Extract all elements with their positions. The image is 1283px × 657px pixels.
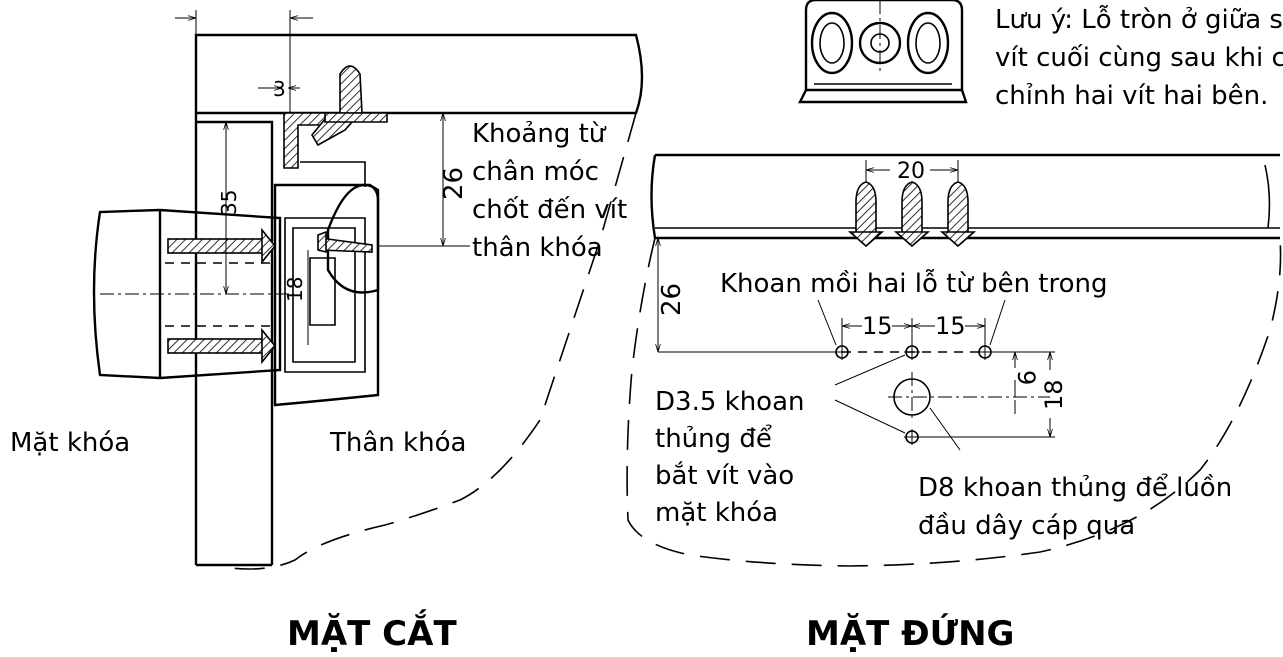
top-frame [194,33,644,115]
screw-3 [947,181,969,236]
elevation-view: 20 26 15 15 9 [626,153,1282,654]
dim-15-left: 15 [862,312,893,340]
d35-note-line3: bắt vít vào [655,460,794,491]
distance-note-line3: chốt đến vít [472,195,627,225]
dim-15-right: 15 [935,312,966,340]
d35-note-line2: thủng để [655,423,772,454]
dim-26-section: 26 [439,167,469,200]
d35-note-line1: D3.5 khoan [655,387,805,417]
d8-note-line2: đầu dây cáp qua [918,511,1135,541]
top-screw [339,65,363,114]
hinge-plate-icon [798,0,968,104]
pilot-note: Khoan mồi hai lỗ từ bên trong [720,268,1108,299]
dim-20: 20 [897,159,925,184]
dim-35: 35 [217,190,241,215]
section-view: 3 35 26 18 Khoảng từ chân móc chốt đến v… [10,10,644,654]
elevation-frame [650,154,1280,240]
dim-18-section: 18 [283,277,307,302]
distance-note-line1: Khoảng từ [472,119,607,149]
dim-18-elevation: 18 [1040,379,1068,410]
face-label: Mặt khóa [10,428,130,458]
dim-9: 9 [1012,370,1040,385]
elevation-title: MẶT ĐỨNG [806,613,1014,654]
note-line1: Lưu ý: Lỗ tròn ở giữa s [995,4,1283,35]
screw-upper [167,238,267,254]
body-label: Thân khóa [329,428,466,458]
break-line-elevation [626,237,1282,567]
distance-note-line4: thân khóa [472,233,603,263]
screw-1 [855,181,877,236]
distance-note-line2: chân móc [472,157,599,187]
dim-26-elevation: 26 [657,283,687,316]
handle [92,208,161,380]
note-line2: vít cuối cùng sau khi c [995,43,1283,73]
dim-gap: 3 [273,77,286,101]
d8-note-line1: D8 khoan thủng để luồn [918,472,1232,503]
section-title: MẶT CẮT [287,609,457,654]
screw-2 [901,181,923,236]
door-plate [196,120,274,565]
note-line3: chỉnh hai vít hai bên. [995,81,1268,111]
break-line-section [229,112,637,570]
d35-note-line4: mặt khóa [655,498,778,528]
screw-lower [167,338,267,354]
